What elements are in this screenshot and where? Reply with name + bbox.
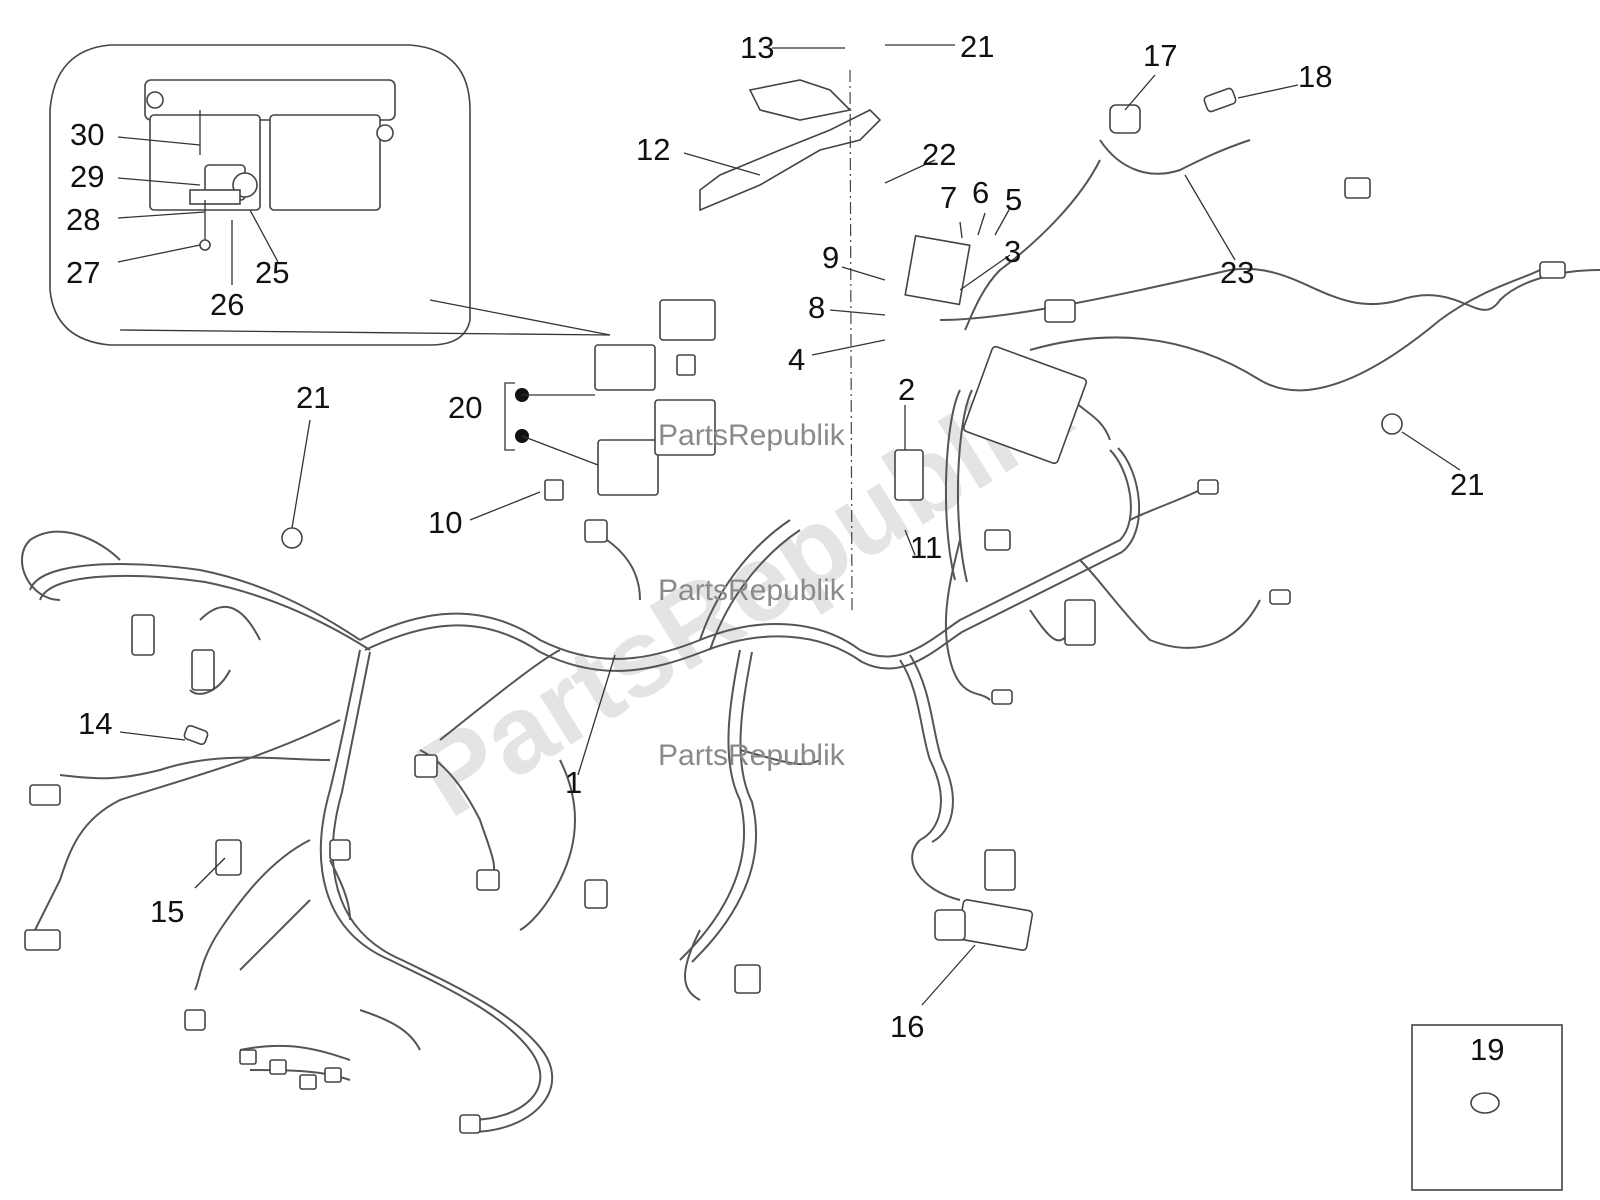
callout-8: 8 xyxy=(808,290,825,325)
watermark-2: PartsRepublik xyxy=(658,574,846,607)
callout-12: 12 xyxy=(636,132,670,167)
callout-7: 7 xyxy=(940,180,957,215)
components xyxy=(24,69,1566,1191)
callout-26: 26 xyxy=(210,287,244,322)
callout-27: 27 xyxy=(66,255,100,290)
callout-21-left: 21 xyxy=(296,380,330,415)
callout-14: 14 xyxy=(78,706,112,741)
callout-6: 6 xyxy=(972,175,989,210)
callout-13: 13 xyxy=(740,30,774,65)
callout-9: 9 xyxy=(822,240,839,275)
callout-4: 4 xyxy=(788,342,805,377)
right-harness-branches xyxy=(911,139,1261,901)
callout-21-right: 21 xyxy=(1450,467,1484,502)
callout-leaders xyxy=(117,44,1461,1006)
callout-22: 21 xyxy=(960,29,994,64)
callout-20: 20 xyxy=(448,390,482,425)
callout-16: 16 xyxy=(890,1009,924,1044)
callout-10: 10 xyxy=(428,505,462,540)
callout-23: 22 xyxy=(922,137,956,172)
callout-28: 28 xyxy=(66,202,100,237)
callout-24: 23 xyxy=(1220,255,1254,290)
callout-3: 3 xyxy=(1004,234,1021,269)
callout-15: 15 xyxy=(150,894,184,929)
callout-25: 25 xyxy=(255,255,289,290)
callout-2: 2 xyxy=(898,372,915,407)
callout-18: 18 xyxy=(1298,59,1332,94)
callout-11: 11 xyxy=(910,530,942,565)
callout-17: 17 xyxy=(1143,38,1177,73)
watermark-1: PartsRepublik xyxy=(658,419,846,452)
watermark-3: PartsRepublik xyxy=(658,739,846,772)
callout-labels: 13 21 17 18 12 22 7 6 5 3 23 9 8 4 2 20 … xyxy=(66,29,1504,1067)
callout-1: 1 xyxy=(565,765,582,800)
callout-19: 19 xyxy=(1470,1032,1504,1067)
callout-5: 5 xyxy=(1005,182,1022,217)
callout-30: 30 xyxy=(70,117,104,152)
detail-inset xyxy=(49,44,611,346)
left-harness-branches xyxy=(20,529,821,1133)
callout-29: 29 xyxy=(70,159,104,194)
